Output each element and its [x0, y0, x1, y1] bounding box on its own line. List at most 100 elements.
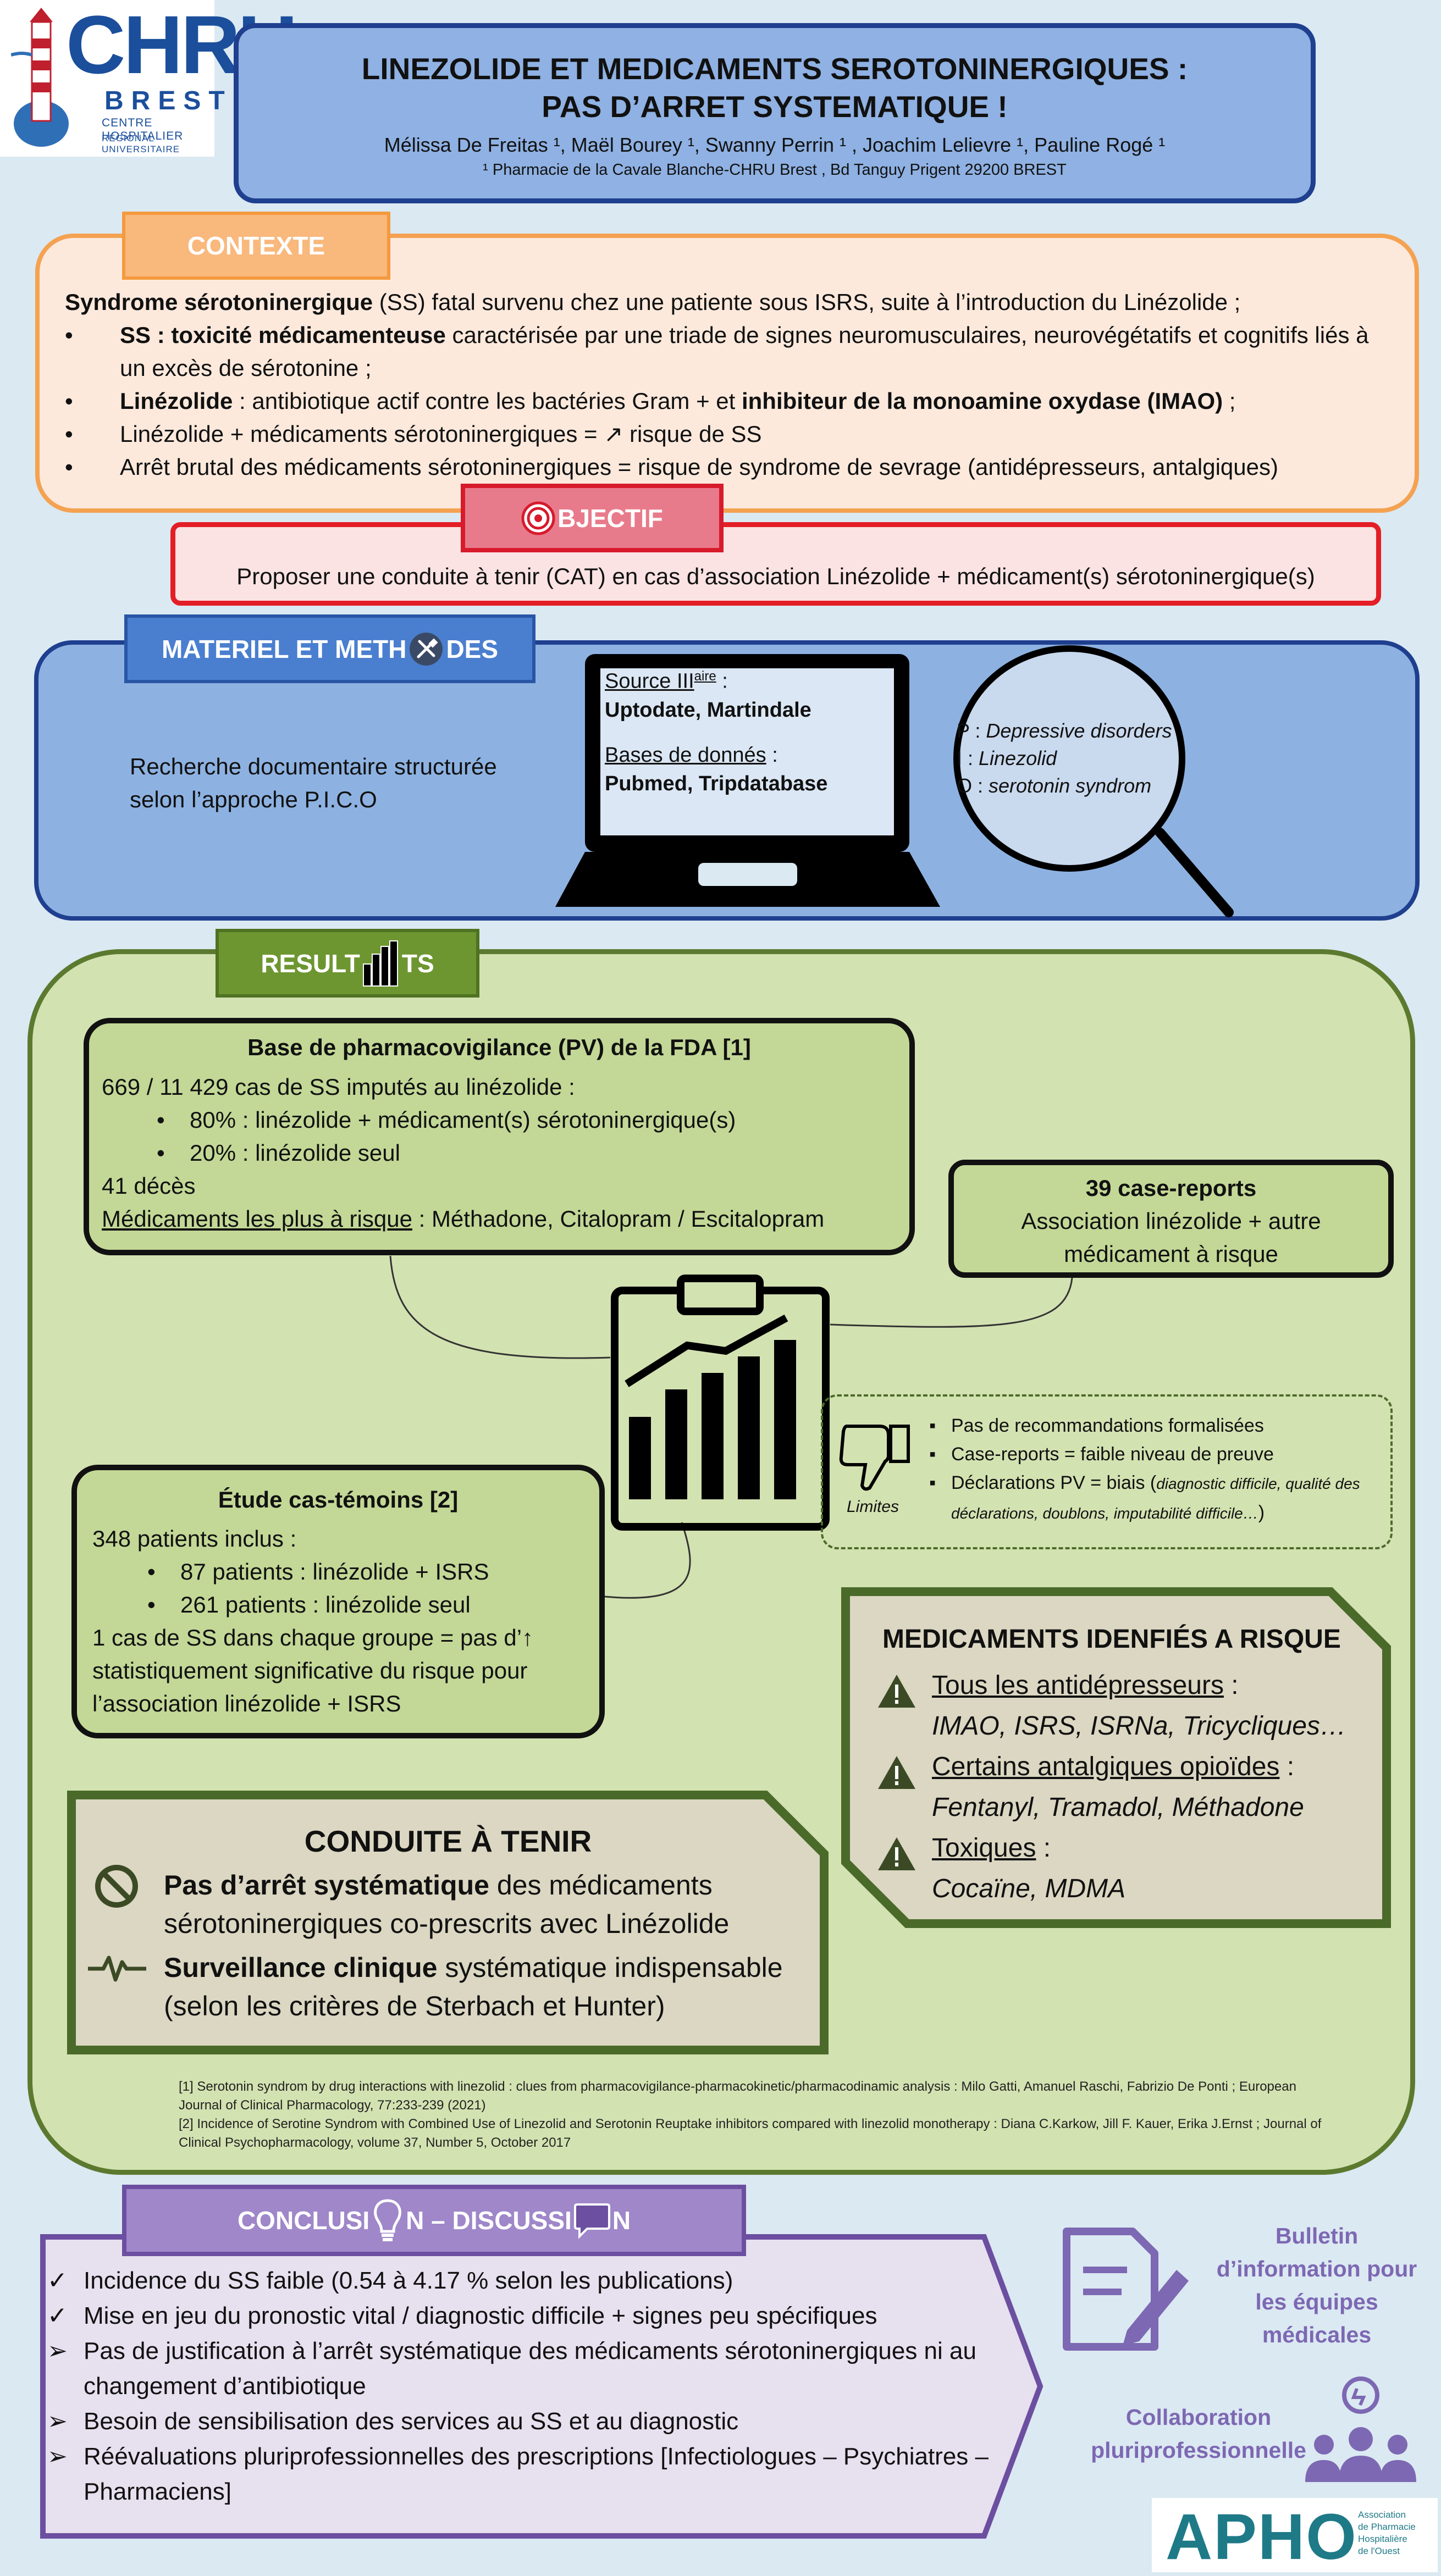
apho-logo [1152, 2498, 1438, 2572]
med-cat-3-list: Cocaïne, MDMA [932, 1874, 1126, 1903]
etude-line-2: 87 patients : linézolide + ISRS [92, 1555, 587, 1588]
case-reports-line-2: médicament à risque [1064, 1241, 1278, 1267]
conduite-item-2: Surveillance clinique systématique indis… [164, 1952, 783, 2021]
bulletin-label: Bulletin d’information pour les équipes … [1216, 2223, 1417, 2347]
affiliation: ¹ Pharmacie de la Cavale Blanche-CHRU Br… [483, 160, 1067, 179]
conduite-item-1: Pas d’arrêt systématique des médicaments… [164, 1870, 730, 1939]
logo-subtitle-1: CENTRE HOSPITALIER [102, 117, 184, 142]
document-pen-icon [1063, 2228, 1189, 2351]
med-cat-2: Certains antalgiques opioïdes : [932, 1752, 1295, 1781]
warning-icon [878, 1675, 915, 1708]
results-tab-label-b: TS [401, 949, 434, 978]
etude-title: Étude cas-témoins [2] [218, 1487, 459, 1513]
db-label: Bases de donnés : [605, 743, 778, 767]
case-reports-line-1: Association linézolide + autre [1021, 1208, 1321, 1234]
limite-1: Pas de recommandations formalisées [929, 1411, 1391, 1440]
collaboration-label: Collaboration pluriprofessionnelle [1091, 2405, 1306, 2463]
bar-chart-icon [362, 940, 398, 987]
contexte-intro: Syndrome sérotoninergique (SS) fatal sur… [65, 289, 1241, 315]
contexte-bullet-3: Linézolide + médicaments sérotoninergiqu… [65, 418, 1395, 451]
conclusion-panel [40, 2234, 1044, 2539]
reference-2: [2] Incidence of Serotine Syndrom with C… [179, 2117, 1322, 2150]
conclusion-item: ✓Mise en jeu du pronostic vital / diagno… [47, 2302, 877, 2329]
limite-2: Case-reports = faible niveau de preuve [929, 1440, 1391, 1469]
materiel-tab-label-b: DES [446, 634, 499, 663]
team-idea-icon [1305, 2376, 1416, 2482]
etude-line-4: 1 cas de SS dans chaque groupe = pas d’↑… [92, 1625, 534, 1716]
conclusion-tab-label-b: N – DISCUSSI [406, 2206, 572, 2235]
pv-line-3: 20% : linézolide seul [102, 1137, 824, 1170]
conclusion-item: ➢Réévaluations pluriprofessionnelles des… [47, 2443, 989, 2505]
source-value: Uptodate, Martindale [605, 698, 811, 722]
results-tab-label-a: RESULT [261, 949, 360, 978]
speech-bubble-icon [573, 2203, 610, 2239]
pv-line-5: Médicaments les plus à risque : Méthadon… [102, 1206, 825, 1232]
limites-box [821, 1394, 1393, 1549]
thumbs-down-icon [839, 1425, 910, 1491]
limites-label: Limites [847, 1498, 899, 1516]
etude-line-1: 348 patients inclus : [92, 1526, 297, 1552]
target-icon [521, 501, 555, 535]
pv-line-1: 669 / 11 429 cas de SS imputés au linézo… [102, 1074, 575, 1100]
medicaments-title: MEDICAMENTS IDENFIÉS A RISQUE [882, 1625, 1341, 1654]
conclusion-item: ➢Besoin de sensibilisation des services … [47, 2408, 739, 2435]
magnifier-icon [953, 645, 1234, 917]
med-cat-2-list: Fentanyl, Tramadol, Méthadone [932, 1793, 1304, 1822]
objectif-text: Proposer une conduite à tenir (CAT) en c… [236, 563, 1315, 589]
conclusion-tab-label-c: N [612, 2206, 631, 2235]
med-cat-3: Toxiques : [932, 1833, 1051, 1863]
heartbeat-icon [88, 1955, 146, 1982]
db-value: Pubmed, Tripdatabase [605, 772, 828, 795]
references: [1] Serotonin syndrom by drug interactio… [179, 2078, 1328, 2152]
conduite-body: Pas d’arrêt systématique des médicaments… [164, 1866, 824, 2031]
lightbulb-icon [374, 2199, 402, 2241]
no-sign-icon [95, 1865, 138, 1908]
limites-list: Pas de recommandations formalisées Case-… [929, 1411, 1391, 1528]
pico-i: I : Linezolid [957, 747, 1057, 769]
apho-logo-text: APHO [1166, 2501, 1357, 2573]
pv-title: Base de pharmacovigilance (PV) de la FDA… [247, 1034, 751, 1060]
materiel-line-2: selon l’approche P.I.C.O [130, 786, 377, 812]
med-cat-1: Tous les antidépresseurs : [932, 1671, 1239, 1700]
logo-city: BREST [104, 86, 233, 115]
sources-text: Source IIIaire : Uptodate, Martindale Ba… [605, 662, 884, 822]
apho-subtitle: Association de Pharmacie Hospitalière de… [1358, 2509, 1416, 2556]
contexte-tab: CONTEXTE [122, 212, 390, 280]
authors: Mélissa De Freitas ¹, Maël Bourey ¹, Swa… [384, 133, 1166, 156]
logo-subtitle-2: RÉGIONAL UNIVERSITAIRE [102, 133, 180, 154]
poster-title-line-2: PAS D’ARRET SYSTEMATIQUE ! [542, 89, 1008, 124]
chru-logo: CHRU BREST CENTRE HOSPITALIER RÉGIONAL U… [0, 0, 297, 157]
conclusion-list: ✓Incidence du SS faible (0.54 à 4.17 % s… [47, 2263, 1026, 2509]
case-reports-text: 39 case-reports Association linézolide +… [948, 1172, 1394, 1271]
warning-icon [878, 1837, 915, 1870]
materiel-description: Recherche documentaire structurée selon … [130, 750, 497, 816]
results-tab: RESULT TS [216, 929, 479, 998]
clipboard-chart-icon [611, 1275, 830, 1531]
etude-body: 348 patients inclus : 87 patients : liné… [92, 1522, 587, 1720]
tools-icon [410, 632, 443, 666]
contexte-content: Syndrome sérotoninergique (SS) fatal sur… [65, 286, 1395, 484]
limite-3: Déclarations PV = biais (diagnostic diff… [929, 1469, 1391, 1528]
pv-line-2: 80% : linézolide + médicament(s) séroton… [102, 1104, 824, 1137]
conclusion-item: ✓Incidence du SS faible (0.54 à 4.17 % s… [47, 2267, 733, 2294]
reference-1: [1] Serotonin syndrom by drug interactio… [179, 2079, 1296, 2113]
materiel-tab: MATERIEL ET METH DES [124, 614, 535, 683]
warning-icon [878, 1756, 915, 1789]
conclusion-item: ➢Pas de justification à l’arrêt systémat… [47, 2337, 976, 2400]
conduite-panel [67, 1791, 829, 2054]
lighthouse-icon [11, 8, 69, 147]
contexte-bullet-4: Arrêt brutal des médicaments sérotoniner… [65, 451, 1395, 484]
conduite-title: CONDUITE À TENIR [304, 1824, 592, 1858]
pico-criteria: P : Depressive disorders I : Linezolid O… [957, 717, 1172, 800]
laptop-icon [555, 654, 940, 907]
contexte-bullet-1: SS : toxicité médicamenteuse caractérisé… [65, 319, 1395, 385]
pv-body: 669 / 11 429 cas de SS imputés au linézo… [102, 1071, 824, 1236]
conclusion-tab: CONCLUSI N – DISCUSSI N [122, 2185, 746, 2256]
medicaments-list: Tous les antidépresseurs : IMAO, ISRS, I… [932, 1665, 1346, 1909]
source-label: Source IIIaire : [605, 669, 728, 693]
etude-line-3: 261 patients : linézolide seul [92, 1588, 587, 1621]
objectif-panel [170, 522, 1381, 606]
pico-p: P : Depressive disorders [957, 719, 1172, 742]
objectif-tab-label: BJECTIF [557, 503, 663, 533]
medicaments-panel [841, 1587, 1391, 1928]
